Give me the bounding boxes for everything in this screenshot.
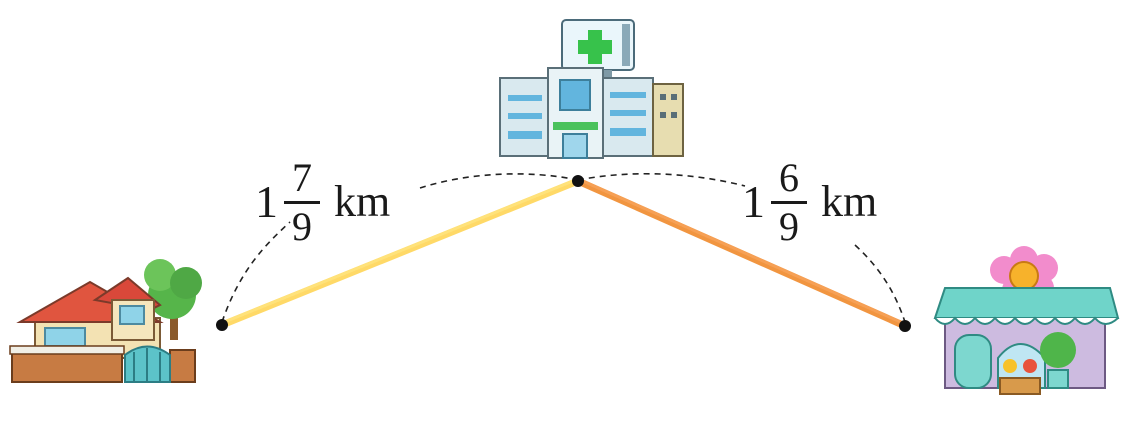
left-distance-arc-top xyxy=(419,173,579,189)
left-distance-numerator: 7 xyxy=(292,155,312,200)
left-path xyxy=(218,177,582,329)
right-distance-arc-top xyxy=(577,172,746,187)
left-distance-denominator: 9 xyxy=(292,203,312,249)
flower-shop-icon xyxy=(933,246,1120,395)
right-fraction-bar xyxy=(771,201,807,204)
right-distance-numerator: 6 xyxy=(779,155,799,200)
right-path xyxy=(574,177,909,330)
hospital-icon xyxy=(499,19,684,159)
right-distance-unit: km xyxy=(821,177,878,227)
right-distance-denominator: 9 xyxy=(779,203,799,249)
hospital-point xyxy=(572,175,584,187)
left-fraction-bar xyxy=(284,201,320,204)
flower-shop-point xyxy=(899,320,911,332)
left-distance-unit: km xyxy=(334,177,391,227)
left-distance-whole: 1 xyxy=(255,176,278,228)
right-distance-whole: 1 xyxy=(742,176,765,228)
house-point xyxy=(216,319,228,331)
right-distance-label: 1 6 9 km xyxy=(742,158,877,247)
right-distance-arc xyxy=(854,244,906,323)
house-icon xyxy=(9,259,202,383)
left-distance-label: 1 7 9 km xyxy=(255,158,390,247)
left-distance-arc xyxy=(221,221,291,323)
